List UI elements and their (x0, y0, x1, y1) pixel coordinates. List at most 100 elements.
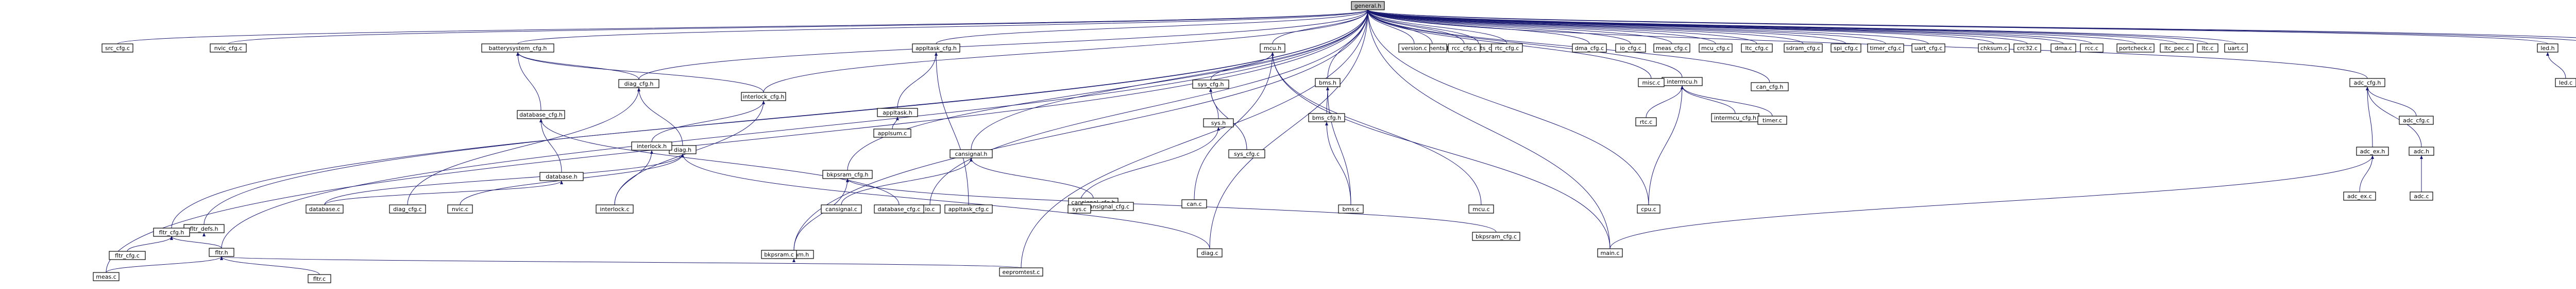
node-portcheck-c[interactable]: portcheck.c (2116, 43, 2155, 53)
edge-main-c-to-mcu-h (1272, 52, 1611, 249)
node-meas-cfg-c[interactable]: meas_cfg.c (1653, 43, 1690, 53)
node-box (1653, 43, 1690, 53)
node-label: adc_ex.h (2360, 148, 2385, 155)
node-cansignal-h[interactable]: cansignal.h (950, 149, 993, 158)
node-timer-c[interactable]: timer.c (1757, 116, 1787, 125)
node-bkpsram-cfg-h[interactable]: bkpsram_cfg.h (822, 170, 873, 179)
node-database-h[interactable]: database.h (539, 172, 584, 181)
node-applsum-c[interactable]: applsum.c (873, 129, 911, 138)
node-timer-cfg-c[interactable]: timer_cfg.c (1867, 43, 1904, 53)
node-appltask-cfg-h[interactable]: appltask_cfg.h (912, 43, 960, 53)
edge-mcu-cfg-c-to-general-h (1367, 9, 1716, 44)
node-database-cfg-h[interactable]: database_cfg.h (517, 110, 565, 119)
arrowhead-applsum-c-to-appltask-h (896, 117, 899, 120)
node-io-cfg-c[interactable]: io_cfg.c (1615, 43, 1646, 53)
node-box (308, 274, 331, 283)
node-ltc-c[interactable]: ltc.c (2197, 43, 2218, 53)
node-meas-c[interactable]: meas.c (93, 272, 120, 281)
node-interlock-h[interactable]: interlock.h (631, 141, 672, 151)
node-spi-cfg-c[interactable]: spi_cfg.c (1831, 43, 1861, 53)
node-ltc-cfg-c[interactable]: ltc_cfg.c (1741, 43, 1773, 53)
node-interlock-c[interactable]: interlock.c (596, 204, 634, 214)
node-fltr-cfg-h[interactable]: fltr_cfg.h (153, 228, 190, 237)
node-led-c[interactable]: led.c (2555, 78, 2576, 87)
node-bms-c[interactable]: bms.c (1338, 204, 1364, 214)
node-box (447, 204, 473, 214)
node-diag-c[interactable]: diag.c (1197, 248, 1223, 258)
node-rtc-c[interactable]: rtc.c (1635, 117, 1657, 126)
node-fltr-h[interactable]: fltr.h (209, 248, 234, 257)
node-box (1181, 199, 1207, 208)
node-intermcu-h[interactable]: intermcu.h (1662, 77, 1703, 86)
node-bms-h[interactable]: bms.h (1315, 78, 1341, 87)
node-diag-cfg-c[interactable]: diag_cfg.c (389, 204, 426, 214)
node-box (1192, 79, 1229, 89)
node-database-cfg-c[interactable]: database_cfg.c (874, 204, 924, 214)
node-mcu-cfg-c[interactable]: mcu_cfg.c (1699, 43, 1733, 53)
arrowhead-interlock-c-to-interlock-cfg-h (762, 101, 765, 104)
node-diag-cfg-h[interactable]: diag_cfg.h (618, 79, 659, 88)
node-adc-ex-h[interactable]: adc_ex.h (2356, 147, 2389, 156)
node-sdram-cfg-c[interactable]: sdram_cfg.c (1784, 43, 1823, 53)
node-label: ltc_cfg.c (1745, 45, 1768, 52)
node-nvic-c[interactable]: nvic.c (447, 204, 473, 214)
node-eepromtest-c[interactable]: eepromtest.c (999, 267, 1043, 277)
edge-diag-cfg-h-to-batterysystem-cfg-h (517, 52, 639, 80)
node-dma-cfg-c[interactable]: dma_cfg.c (1572, 43, 1607, 53)
node-mcu-c[interactable]: mcu.c (1468, 204, 1494, 214)
node-box (101, 43, 133, 53)
node-adc-cfg-c[interactable]: adc_cfg.c (2399, 116, 2434, 125)
node-src-cfg-c[interactable]: src_cfg.c (101, 43, 133, 53)
node-rtc-cfg-c[interactable]: rtc_cfg.c (1491, 43, 1523, 53)
node-cpu-c[interactable]: cpu.c (1637, 204, 1660, 214)
node-nvic-cfg-c[interactable]: nvic_cfg.c (210, 43, 247, 53)
node-database-c[interactable]: database.c (306, 204, 344, 214)
node-general-h[interactable]: general.h (1351, 1, 1385, 10)
node-dma-c[interactable]: dma.c (2050, 43, 2076, 53)
node-label: bkpsram.c (764, 251, 794, 258)
node-adc-ex-c[interactable]: adc_ex.c (2343, 191, 2376, 201)
edge-cansignal-c-to-cansignal-h (841, 157, 972, 205)
node-label: batterysystem_cfg.h (489, 45, 547, 52)
node-diag-h[interactable]: diag.h (669, 145, 697, 154)
node-sys-h[interactable]: sys.h (1203, 118, 1234, 127)
node-adc-h[interactable]: adc.h (2409, 147, 2434, 156)
node-rcc-cfg-c[interactable]: rcc_cfg.c (1448, 43, 1481, 53)
arrowhead-bkpsram-c-to-bkpsram-h (792, 259, 795, 262)
node-bkpsram-c[interactable]: bkpsram.c (761, 250, 797, 259)
node-crc32-c[interactable]: crc32.c (2013, 43, 2041, 53)
node-fltr-cfg-c[interactable]: fltr_cfg.c (109, 251, 146, 260)
node-label: adc.h (2414, 148, 2429, 155)
node-chksum-c[interactable]: chksum.c (1978, 43, 2010, 53)
node-batterysystem-cfg-h[interactable]: batterysystem_cfg.h (481, 43, 554, 53)
node-rcc-c[interactable]: rcc.c (2080, 43, 2104, 53)
node-cansignal-cfg-c[interactable]: cansignal_cfg.c (1081, 202, 1134, 211)
node-box (999, 267, 1043, 277)
node-fltr-c[interactable]: fltr.c (308, 274, 331, 283)
node-uart-cfg-c[interactable]: uart_cfg.c (1911, 43, 1945, 53)
node-sys-c[interactable]: sys.c (1067, 204, 1091, 214)
node-label: uart_cfg.c (1914, 45, 1943, 52)
node-bkpsram-cfg-c[interactable]: bkpsram_cfg.c (1472, 232, 1520, 241)
node-interlock-cfg-h[interactable]: interlock_cfg.h (741, 92, 786, 101)
node-misc-c[interactable]: misc.c (1638, 78, 1665, 87)
edge-cpu-c-to-intermcu-h (1648, 85, 1683, 205)
node-can-cfg-h[interactable]: can_cfg.h (1751, 82, 1789, 91)
node-main-c[interactable]: main.c (1597, 248, 1623, 258)
node-sys-cfg-h[interactable]: sys_cfg.h (1192, 79, 1229, 89)
node-intermcu-cfg-h[interactable]: intermcu_cfg.h (1711, 113, 1759, 122)
node-version-c[interactable]: version.c (1398, 43, 1430, 53)
node-adc-cfg-h[interactable]: adc_cfg.h (2349, 78, 2385, 87)
node-led-h[interactable]: led.h (2537, 43, 2558, 53)
node-mcu-h[interactable]: mcu.h (1260, 43, 1285, 53)
node-uart-c[interactable]: uart.c (2224, 43, 2248, 53)
node-fltr-defs-h[interactable]: fltr_defs.h (183, 224, 225, 233)
node-appltask-cfg-c[interactable]: appltask_cfg.c (944, 204, 993, 214)
node-cansignal-c[interactable]: cansignal.c (821, 204, 862, 214)
node-sys-cfg-c[interactable]: sys_cfg.c (1228, 149, 1265, 158)
node-ltc-pec-c[interactable]: ltc_pec.c (2160, 43, 2194, 53)
node-bms-cfg-h[interactable]: bms_cfg.h (1308, 113, 1345, 122)
node-appltask-h[interactable]: appltask.h (877, 108, 918, 117)
node-can-c[interactable]: can.c (1181, 199, 1207, 208)
node-adc-c[interactable]: adc.c (2410, 191, 2433, 201)
